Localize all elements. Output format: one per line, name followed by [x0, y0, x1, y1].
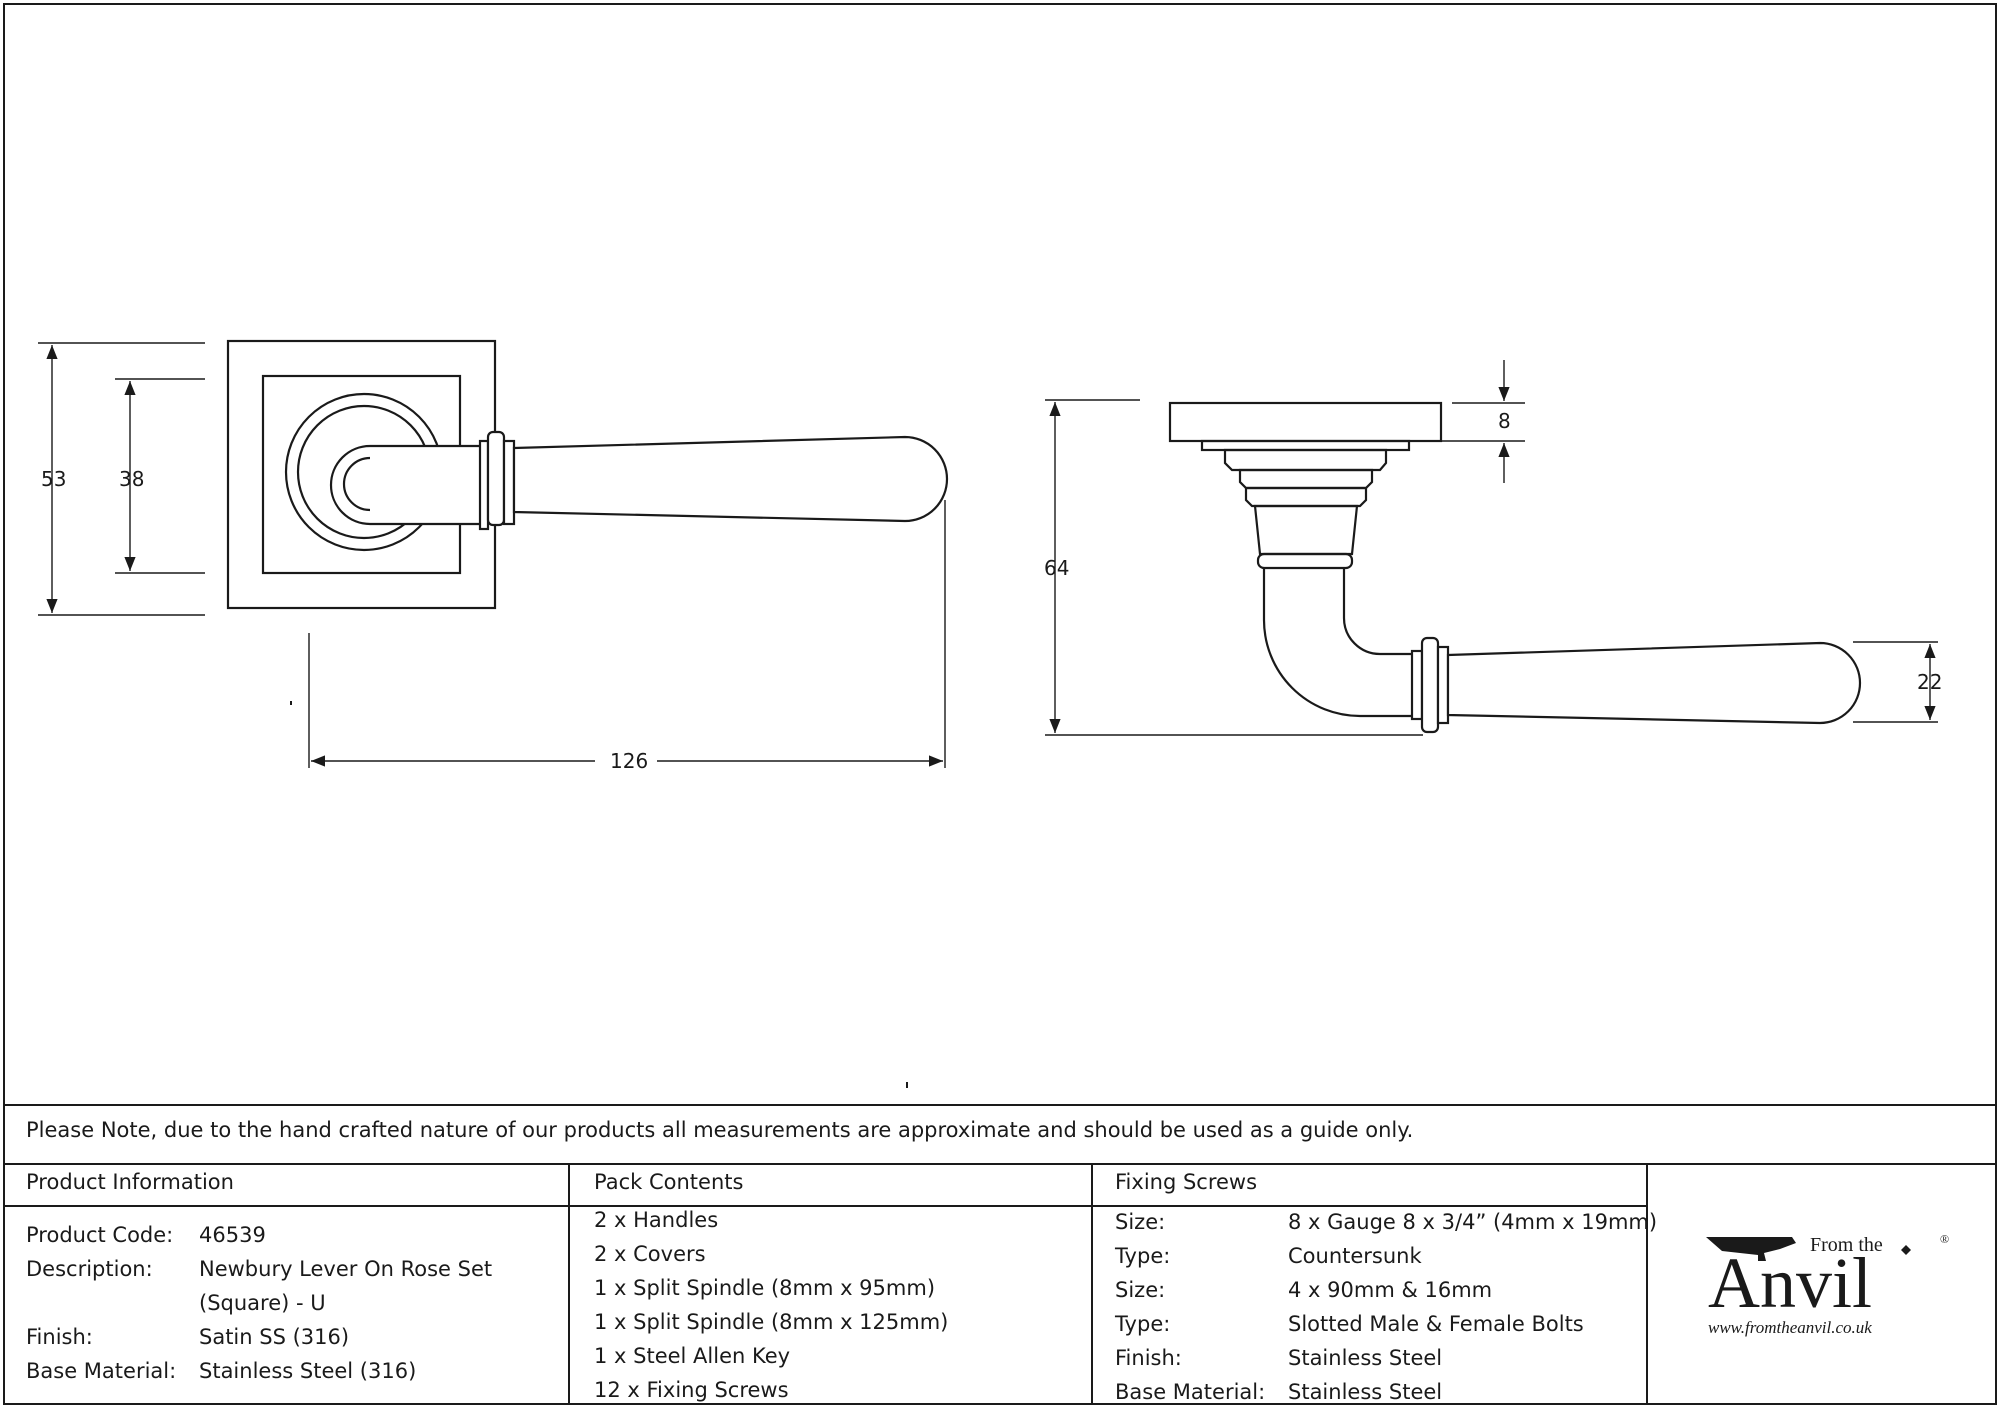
side-lever-bend	[1262, 568, 1420, 718]
product-code-label: Product Code:	[26, 1223, 174, 1247]
brand-line1: From the	[1810, 1234, 1883, 1256]
column-divider-2	[1091, 1163, 1093, 1405]
side-shank	[1253, 504, 1359, 556]
pack-item-allen-key: 1 x Steel Allen Key	[594, 1344, 791, 1368]
bolt-size-value: 4 x 90mm & 16mm	[1288, 1278, 1493, 1302]
drawing-sheet	[3, 3, 1997, 1405]
lever-neck	[329, 444, 484, 526]
lever-grip	[512, 435, 949, 523]
pack-item-spindle-95: 1 x Split Spindle (8mm x 95mm)	[594, 1276, 936, 1300]
side-lever-grip	[1446, 641, 1862, 725]
pack-contents-header: Pack Contents	[594, 1170, 744, 1194]
description-value: Newbury Lever On Rose Set	[199, 1257, 493, 1281]
dim-64-label: 64	[1044, 556, 1069, 580]
base-material-label: Base Material:	[26, 1359, 177, 1383]
table-top-rule	[3, 1104, 1997, 1106]
fixing-screws-header: Fixing Screws	[1115, 1170, 1258, 1194]
side-rose-plate	[1168, 401, 1443, 443]
screw-size-value: 8 x Gauge 8 x 3/4” (4mm x 19mm)	[1288, 1210, 1658, 1234]
finish-label: Finish:	[26, 1325, 93, 1349]
description-label: Description:	[26, 1257, 153, 1281]
brand-url: www.fromtheanvil.co.uk	[1708, 1318, 1872, 1337]
description-value-cont: (Square) - U	[199, 1291, 326, 1315]
screw-finish-label: Finish:	[1115, 1346, 1182, 1370]
product-info-header: Product Information	[26, 1170, 234, 1194]
screw-finish-value: Stainless Steel	[1288, 1346, 1443, 1370]
product-code-value: 46539	[199, 1223, 266, 1247]
pack-item-handles: 2 x Handles	[594, 1208, 719, 1232]
header-rule	[3, 1205, 1647, 1207]
column-divider-3	[1646, 1163, 1648, 1405]
registered-mark: ®	[1940, 1232, 1949, 1246]
brand-name: Anvil	[1708, 1243, 1872, 1323]
lever-collar	[478, 439, 490, 531]
dim-8-label: 8	[1498, 409, 1511, 433]
note-rule	[3, 1163, 1997, 1165]
pack-item-covers: 2 x Covers	[594, 1242, 706, 1266]
base-material-value: Stainless Steel (316)	[199, 1359, 417, 1383]
screw-base-material-label: Base Material:	[1115, 1380, 1266, 1404]
from-the-anvil-logo: From the ® Anvil www.fromtheanvil.co.uk	[1706, 1232, 1949, 1337]
dim-126-label: 126	[610, 749, 648, 773]
pack-item-fixing-screws: 12 x Fixing Screws	[594, 1378, 789, 1402]
pack-item-spindle-125: 1 x Split Spindle (8mm x 125mm)	[594, 1310, 949, 1334]
dim-38-label: 38	[119, 467, 144, 491]
technical-drawing: 53 38 126 64 8 22	[38, 339, 1942, 1088]
dim-53-label: 53	[41, 467, 66, 491]
screw-type-value: Countersunk	[1288, 1244, 1422, 1268]
bolt-type-label: Type:	[1115, 1312, 1171, 1336]
bolt-size-label: Size:	[1115, 1278, 1166, 1302]
bolt-type-value: Slotted Male & Female Bolts	[1288, 1312, 1584, 1336]
screw-size-label: Size:	[1115, 1210, 1166, 1234]
screw-type-label: Type:	[1115, 1244, 1171, 1268]
diamond-icon	[1901, 1245, 1911, 1255]
anvil-icon	[1706, 1237, 1796, 1261]
column-divider-1	[568, 1163, 570, 1405]
finish-value: Satin SS (316)	[199, 1325, 350, 1349]
dim-22-label: 22	[1917, 670, 1942, 694]
screw-base-material-value: Stainless Steel	[1288, 1380, 1443, 1404]
measurement-note: Please Note, due to the hand crafted nat…	[26, 1118, 1414, 1142]
